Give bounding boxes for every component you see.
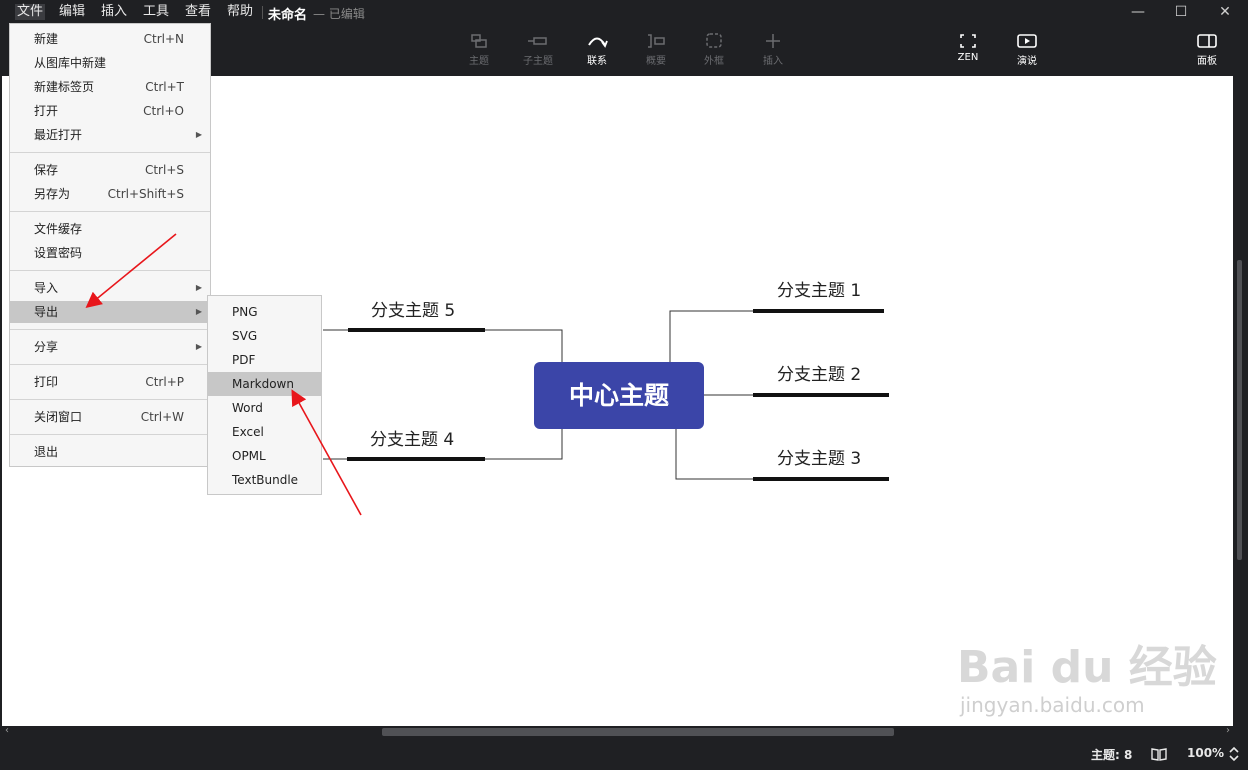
menu-divider	[10, 399, 210, 400]
menu-item-file-cache[interactable]: 文件缓存	[34, 222, 83, 236]
menu-bar: 文件 编辑 插入 工具 查看 帮助 未命名 — 已编辑 — ☐ ✕	[0, 0, 1248, 24]
menu-help[interactable]: 帮助	[227, 4, 254, 19]
minimize-button[interactable]: —	[1131, 4, 1145, 20]
zoom-level[interactable]: 100%	[1187, 746, 1225, 760]
submenu-arrow-icon: ▶	[195, 307, 202, 316]
menu-view[interactable]: 查看	[185, 4, 212, 19]
menu-divider	[10, 364, 210, 365]
relationship-tool[interactable]: 联系	[572, 32, 622, 67]
export-submenu: PNG SVG PDF Markdown Word Excel OPML Tex…	[207, 295, 322, 495]
branch-topic-3[interactable]: 分支主题 3	[777, 449, 862, 469]
submenu-arrow-icon: ▶	[195, 130, 202, 139]
baidu-watermark: Bai du 经验	[957, 642, 1217, 693]
menu-separator	[262, 6, 263, 19]
document-status: — 已编辑	[313, 7, 365, 21]
menu-item-set-password[interactable]: 设置密码	[34, 246, 83, 260]
export-textbundle[interactable]: TextBundle	[232, 473, 299, 487]
horizontal-scroll-thumb[interactable]	[382, 728, 894, 736]
subtopic-label: 子主题	[523, 56, 553, 67]
topic-label: 主题	[469, 56, 489, 67]
export-pdf[interactable]: PDF	[232, 353, 256, 367]
present-tool[interactable]: 演说	[1002, 32, 1052, 67]
relationship-icon	[588, 37, 608, 48]
central-topic[interactable]: 中心主题	[534, 362, 704, 429]
subtopic-icon	[528, 37, 547, 45]
menu-divider	[10, 152, 210, 153]
scroll-left-icon[interactable]: ‹	[5, 725, 9, 736]
export-markdown[interactable]: Markdown	[208, 372, 321, 396]
export-opml[interactable]: OPML	[232, 449, 266, 463]
relationship-label: 联系	[587, 56, 607, 67]
export-png[interactable]: PNG	[232, 305, 258, 319]
topic-icon	[471, 34, 487, 48]
zen-tool[interactable]: ZEN	[943, 32, 993, 63]
watermark-url: jingyan.baidu.com	[960, 693, 1145, 717]
fullscreen-icon	[960, 34, 976, 48]
document-title: 未命名	[268, 8, 308, 23]
insert-tool[interactable]: 插入	[748, 32, 798, 67]
branch-topic-5[interactable]: 分支主题 5	[371, 301, 456, 321]
zen-label: ZEN	[957, 52, 979, 63]
menu-edit[interactable]: 编辑	[59, 4, 86, 19]
boundary-tool[interactable]: 外框	[689, 32, 739, 67]
menu-item-new-from-gallery[interactable]: 从图库中新建	[34, 56, 107, 70]
menu-item-import[interactable]: 导入▶	[10, 277, 210, 299]
export-word[interactable]: Word	[232, 401, 263, 415]
menu-item-share[interactable]: 分享▶	[10, 336, 210, 358]
zoom-stepper-icon[interactable]	[1228, 745, 1240, 763]
menu-insert[interactable]: 插入	[101, 4, 128, 19]
topic-tool[interactable]: 主题	[454, 32, 504, 67]
maximize-button[interactable]: ☐	[1174, 4, 1188, 20]
present-icon	[1017, 34, 1037, 48]
boundary-icon	[706, 33, 722, 48]
menu-item-export[interactable]: 导出▶	[10, 301, 210, 323]
topic-count: 主题: 8	[1091, 748, 1133, 762]
export-excel[interactable]: Excel	[232, 425, 264, 439]
export-svg[interactable]: SVG	[232, 329, 258, 343]
menu-divider	[10, 270, 210, 271]
panel-tool[interactable]: 面板	[1182, 32, 1232, 67]
vertical-scroll-thumb[interactable]	[1237, 260, 1242, 560]
mindmap-connectors	[323, 309, 889, 481]
menu-divider	[10, 434, 210, 435]
menu-item-quit[interactable]: 退出	[34, 445, 59, 459]
panel-label: 面板	[1197, 56, 1217, 67]
menu-item-recent[interactable]: 最近打开▶	[10, 124, 210, 146]
submenu-arrow-icon: ▶	[195, 283, 202, 292]
present-label: 演说	[1017, 56, 1037, 67]
menu-file[interactable]: 文件	[15, 4, 46, 20]
status-bar: 主题: 8 100%	[0, 738, 1248, 770]
branch-topic-1[interactable]: 分支主题 1	[777, 281, 862, 301]
branch-topic-2[interactable]: 分支主题 2	[777, 365, 862, 385]
book-icon[interactable]	[1150, 746, 1168, 762]
menu-divider	[10, 329, 210, 330]
menu-tools[interactable]: 工具	[143, 4, 170, 19]
summary-icon	[648, 34, 665, 48]
panel-icon	[1197, 34, 1217, 48]
plus-icon	[766, 34, 780, 48]
boundary-label: 外框	[704, 56, 724, 67]
subtopic-tool[interactable]: 子主题	[513, 32, 563, 67]
scroll-right-icon[interactable]: ›	[1226, 725, 1230, 736]
summary-label: 概要	[646, 56, 666, 67]
insert-label: 插入	[763, 56, 783, 67]
close-button[interactable]: ✕	[1219, 4, 1231, 20]
branch-topic-4[interactable]: 分支主题 4	[370, 430, 455, 450]
submenu-arrow-icon: ▶	[195, 342, 202, 351]
summary-tool[interactable]: 概要	[631, 32, 681, 67]
menu-divider	[10, 211, 210, 212]
